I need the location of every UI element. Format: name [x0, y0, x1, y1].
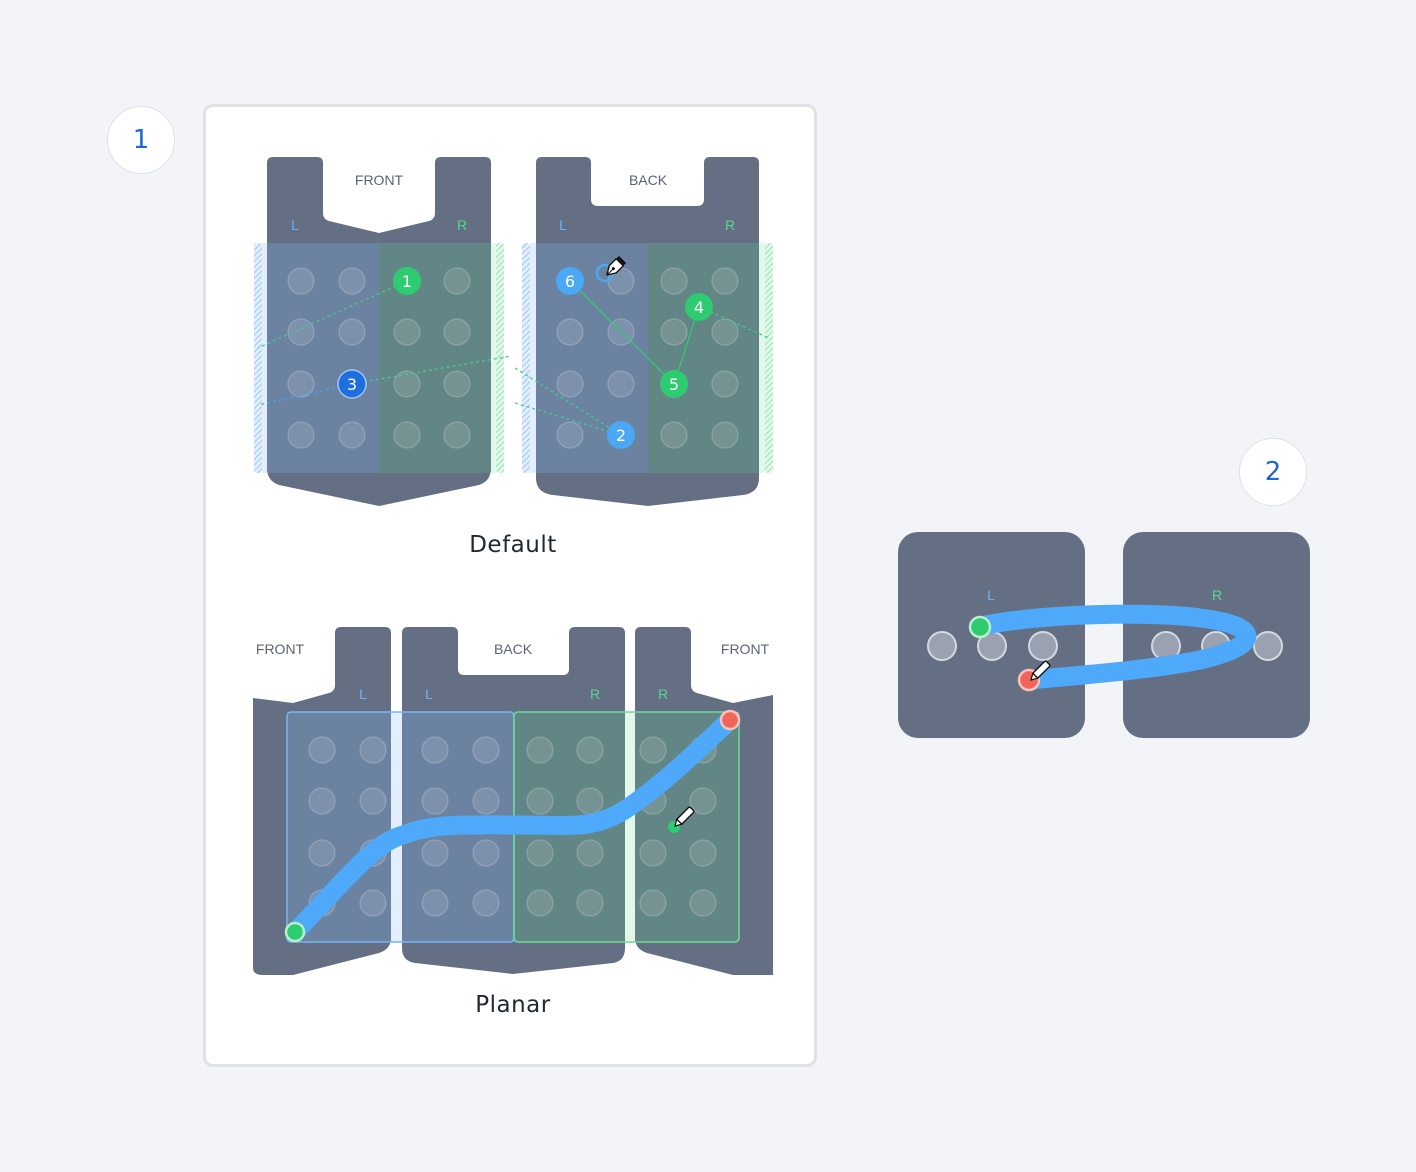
planar-label-l1: L [359, 686, 367, 702]
back-right-label: R [725, 217, 735, 233]
sequence-point-1-label: 1 [402, 272, 412, 291]
pencil-icon [674, 806, 695, 827]
planar-label-r1: R [590, 686, 600, 702]
front-left-edge-hatch [254, 243, 262, 473]
back-title: BACK [629, 172, 668, 188]
step-badge-1: 1 [107, 106, 175, 174]
split-key-row [927, 631, 1283, 661]
right-half-device [1123, 532, 1310, 738]
front-key-grid [287, 267, 471, 449]
sequence-point-6-label: 6 [565, 272, 575, 291]
sequence-point-4-label: 4 [694, 298, 704, 317]
sequence-point-6[interactable]: 6 [556, 267, 584, 295]
step-badge-1-label: 1 [132, 125, 150, 155]
layout-comparison-card: FRONT L R BACK L R [203, 104, 817, 1067]
planar-layout: FRONT BACK FRONT L L R R [253, 627, 773, 975]
front-left-label: L [291, 217, 299, 233]
sequence-point-4[interactable]: 4 [685, 293, 713, 321]
step-badge-2: 2 [1239, 438, 1307, 506]
left-half-label: L [987, 587, 995, 603]
split-pencil-icon [1030, 660, 1051, 681]
sequence-point-3[interactable]: 3 [337, 369, 367, 399]
sequence-point-1[interactable]: 1 [393, 267, 421, 295]
front-device: FRONT L R [267, 157, 491, 506]
planar-front-right-title: FRONT [721, 641, 770, 657]
sequence-point-5-label: 5 [669, 375, 679, 394]
right-half-label: R [1212, 587, 1222, 603]
sequence-connectors [257, 280, 770, 436]
planar-label-l2: L [425, 686, 433, 702]
pen-tool-icon [606, 255, 627, 276]
sequence-point-2[interactable]: 2 [607, 421, 635, 449]
step-badge-2-label: 2 [1264, 457, 1282, 487]
front-title: FRONT [355, 172, 404, 188]
default-layout: FRONT L R BACK L R [254, 157, 773, 506]
split-stroke-start[interactable] [968, 615, 992, 639]
planar-caption: Planar [475, 992, 551, 1018]
sequence-point-2-label: 2 [616, 426, 626, 445]
back-right-edge-hatch [765, 243, 773, 473]
default-caption: Default [469, 532, 557, 558]
split-stroke-end[interactable] [1017, 668, 1041, 692]
planar-front-left-title: FRONT [256, 641, 305, 657]
front-right-label: R [457, 217, 467, 233]
planar-stroke-end[interactable] [719, 709, 741, 731]
back-left-label: L [559, 217, 567, 233]
split-swipe-stroke [970, 604, 1257, 690]
layout-diagrams: FRONT L R BACK L R [253, 157, 773, 975]
planar-label-r2: R [658, 686, 668, 702]
sequence-point-5[interactable]: 5 [660, 370, 688, 398]
sequence-point-3-label: 3 [347, 375, 357, 394]
planar-back-title: BACK [494, 641, 533, 657]
planar-stroke-start[interactable] [284, 921, 306, 943]
planar-swipe-stroke [285, 710, 740, 942]
back-device: BACK L R [536, 157, 759, 506]
back-left-edge-hatch [522, 243, 530, 473]
left-half-device [898, 532, 1085, 738]
